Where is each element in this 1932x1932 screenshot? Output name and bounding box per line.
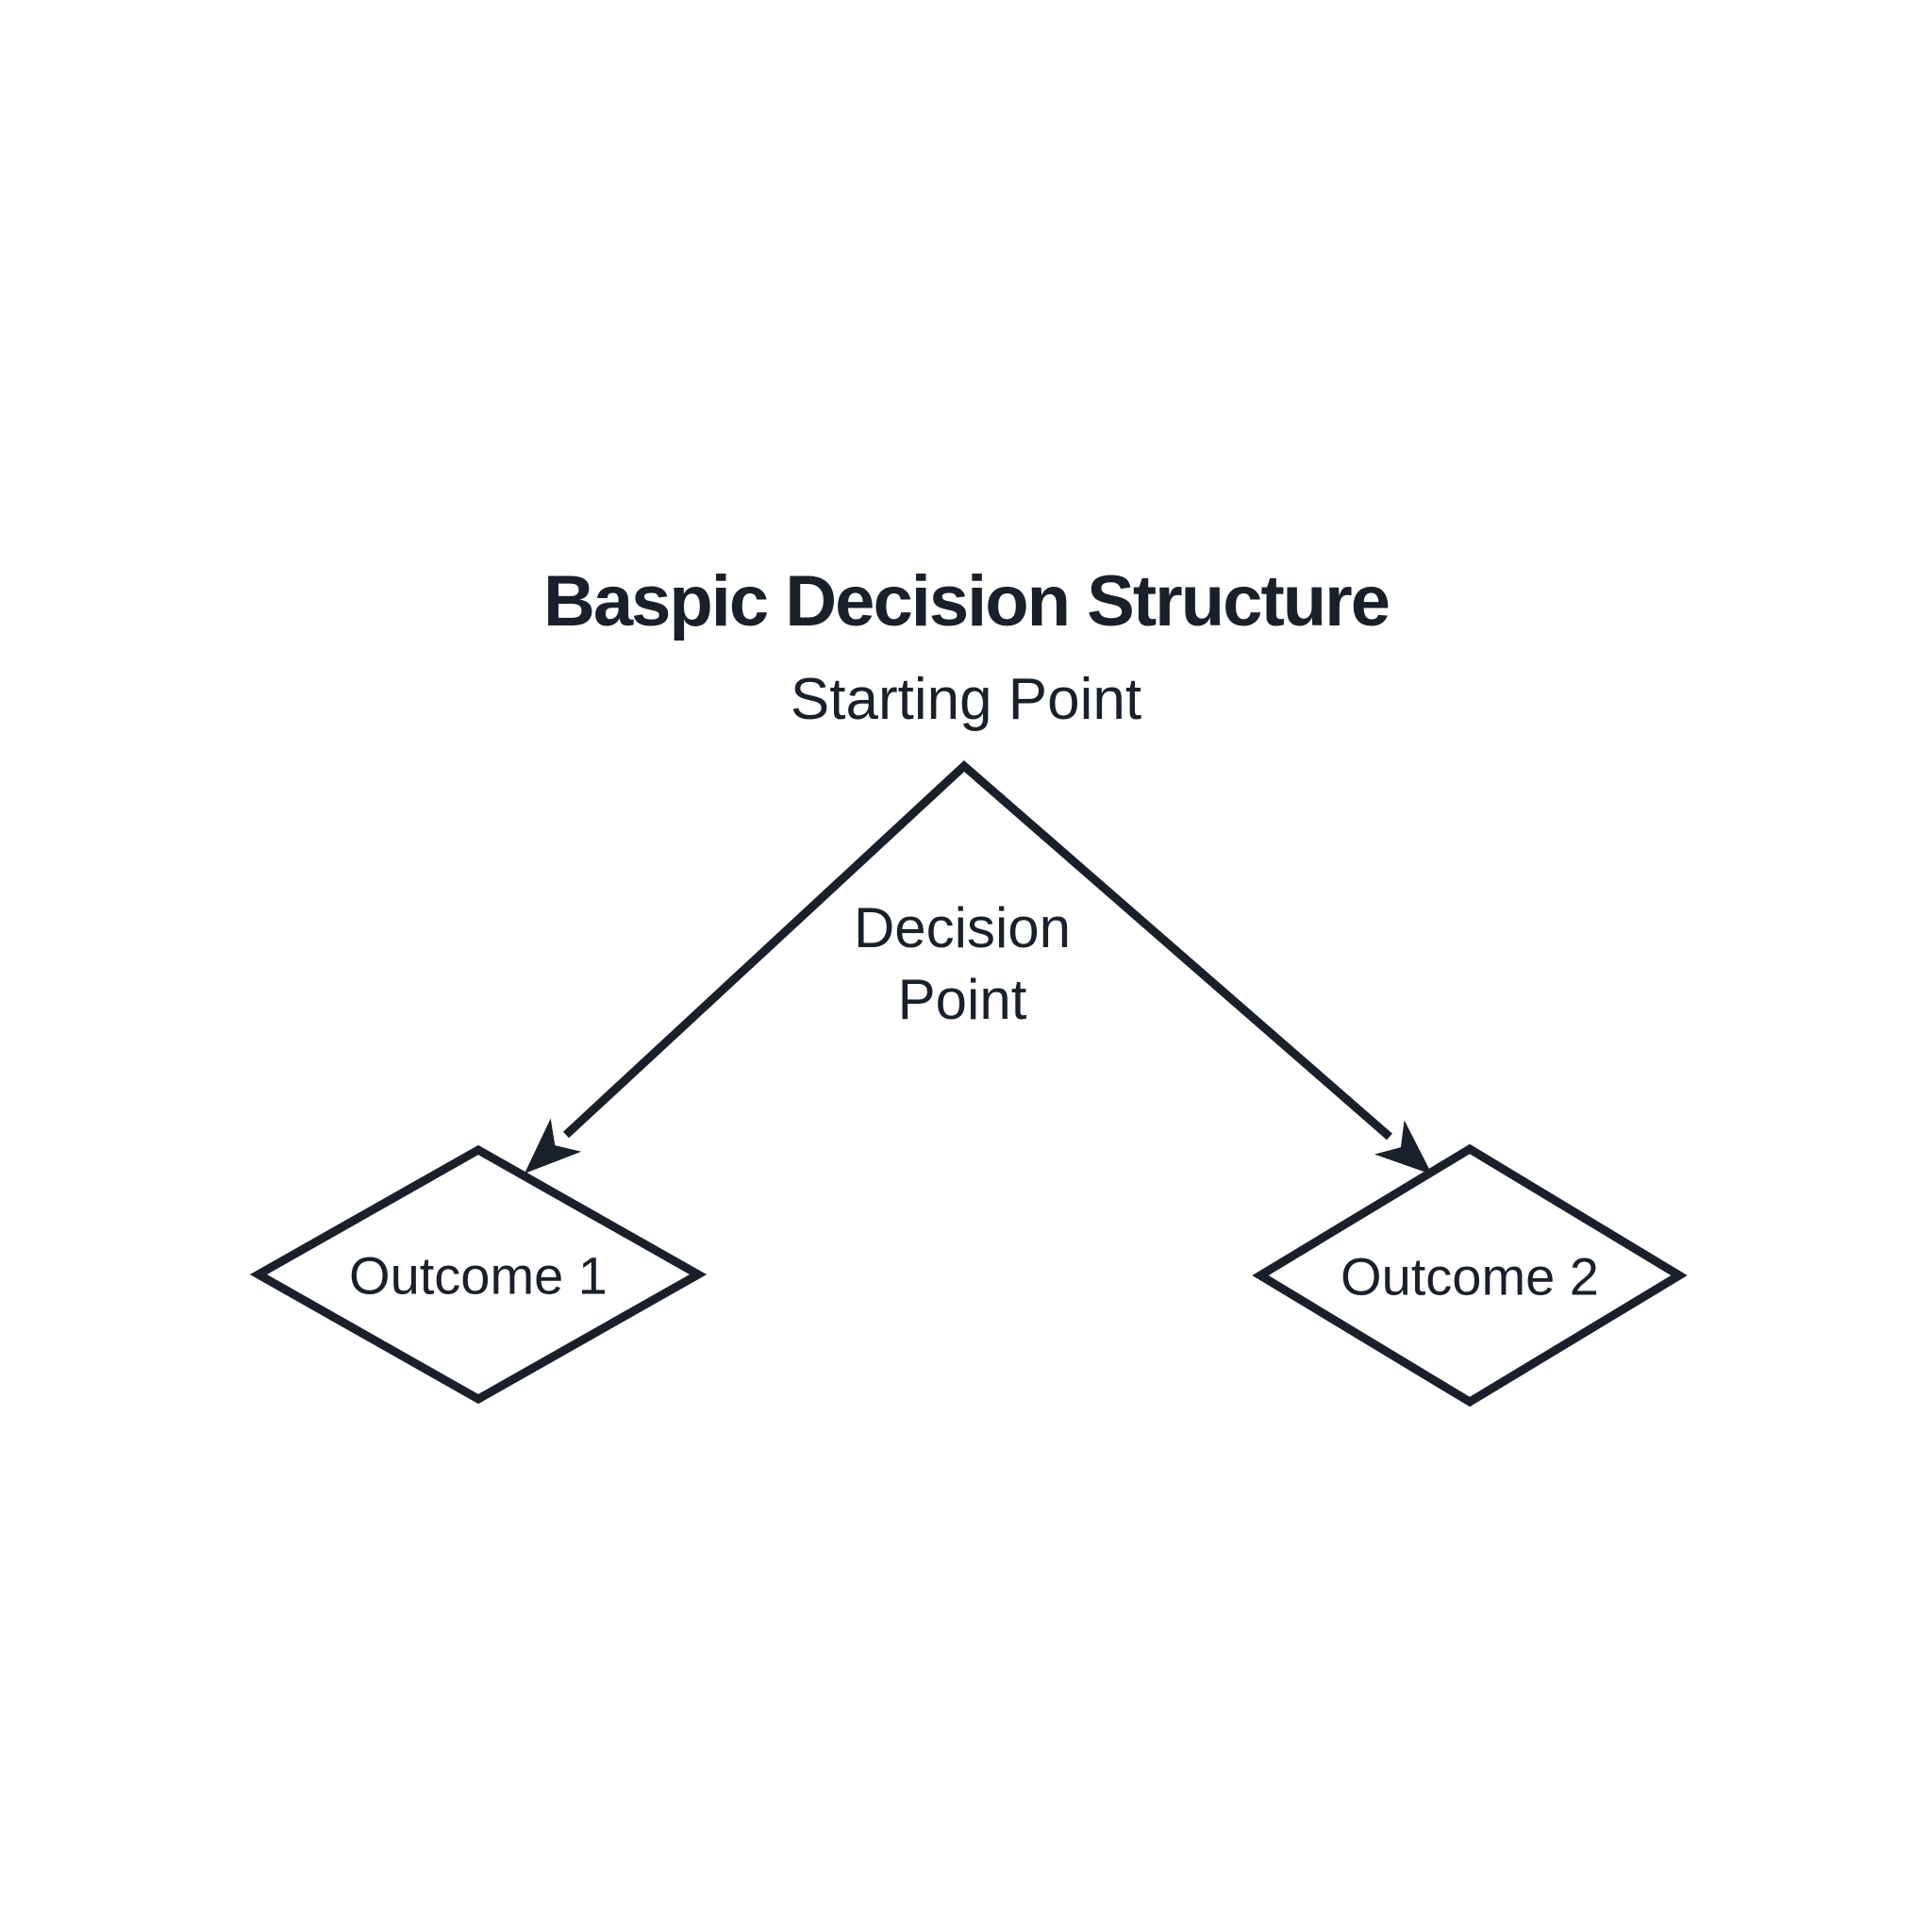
outcome-2-diamond — [1252, 1143, 1688, 1407]
outcome-1-label: Outcome 1 — [349, 1245, 608, 1306]
right-arrowhead-icon — [1374, 1120, 1432, 1174]
decision-node-label-line2: Point — [897, 968, 1027, 1031]
branch-lines — [562, 759, 1392, 1141]
decision-node-label: Decision Point — [0, 892, 1924, 1036]
left-arrowhead-icon — [525, 1118, 582, 1174]
start-node-label: Starting Point — [790, 667, 1142, 732]
outcome-1-diamond — [249, 1144, 708, 1405]
outcome-2-label: Outcome 2 — [1341, 1246, 1599, 1307]
decision-node-label-line1: Decision — [853, 896, 1072, 959]
diagram-title: Baspic Decision Structure — [542, 561, 1391, 641]
